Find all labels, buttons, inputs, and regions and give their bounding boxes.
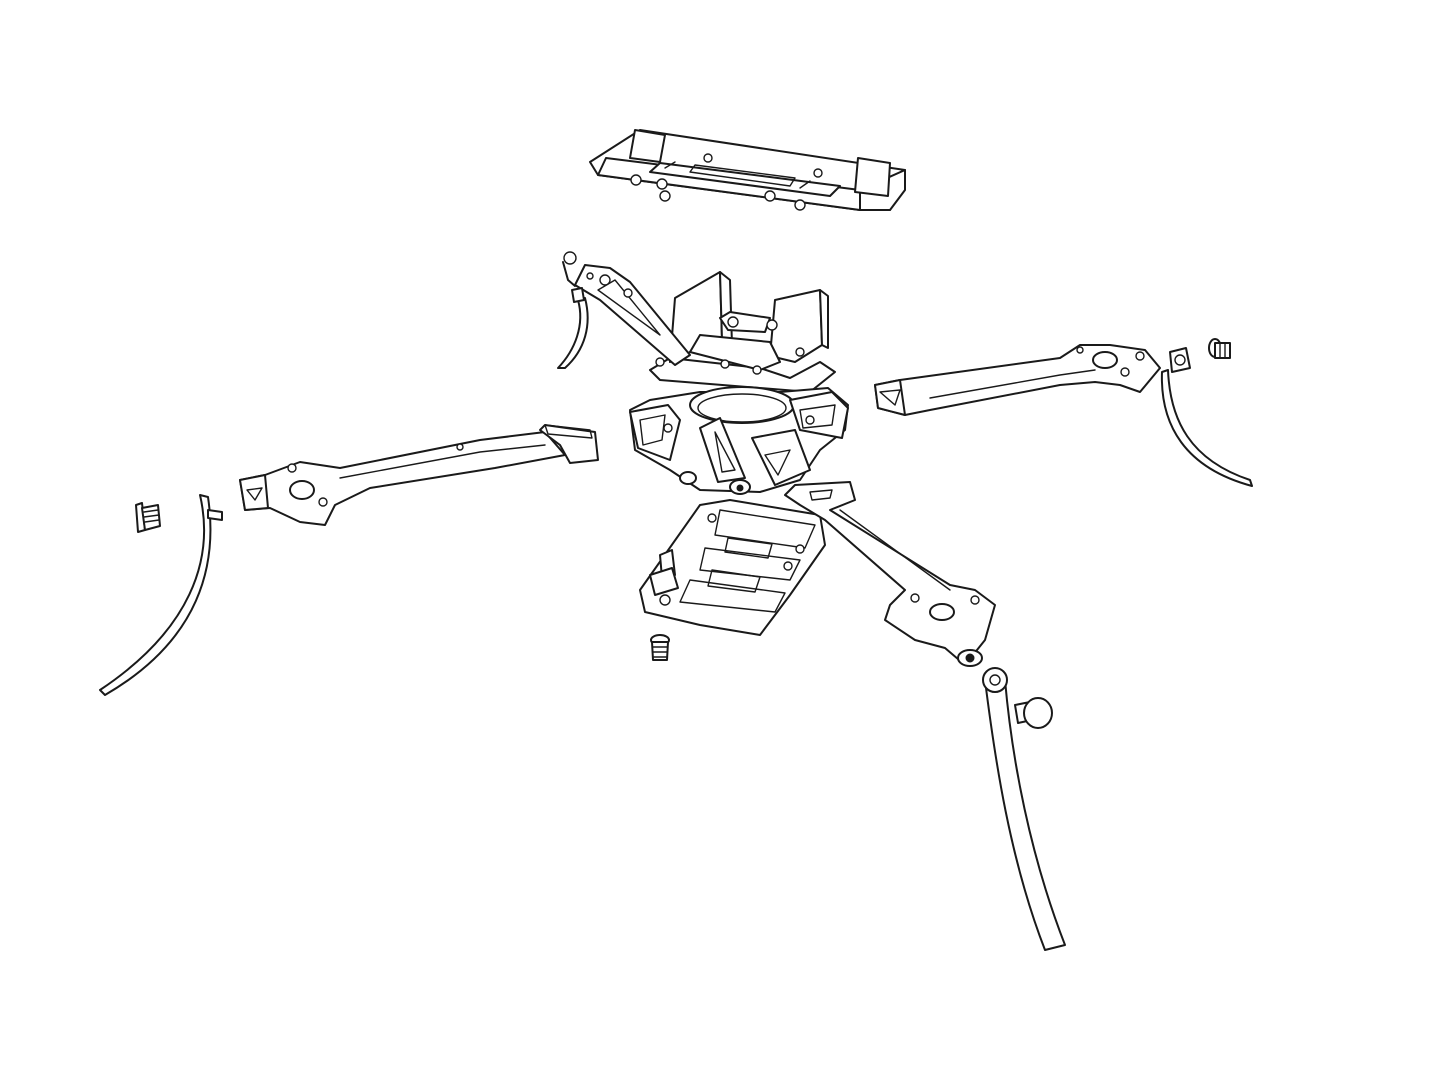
- center-hub: [629, 386, 849, 495]
- landing-leg-right: [1160, 347, 1253, 487]
- landing-leg-front: [982, 667, 1066, 951]
- upper-frame-cage: [562, 251, 836, 393]
- bottom-battery-plate: [639, 499, 826, 636]
- screw-right: [1208, 338, 1231, 359]
- arm-right: [874, 344, 1161, 416]
- screw-bottom: [650, 634, 670, 661]
- cap-front: [1014, 697, 1053, 729]
- landing-leg-left: [99, 494, 223, 696]
- landing-leg-back: [557, 287, 589, 369]
- arm-front-right: [784, 481, 996, 667]
- screw-left: [135, 502, 161, 533]
- arm-left: [239, 424, 599, 526]
- top-cover-plate: [589, 129, 906, 211]
